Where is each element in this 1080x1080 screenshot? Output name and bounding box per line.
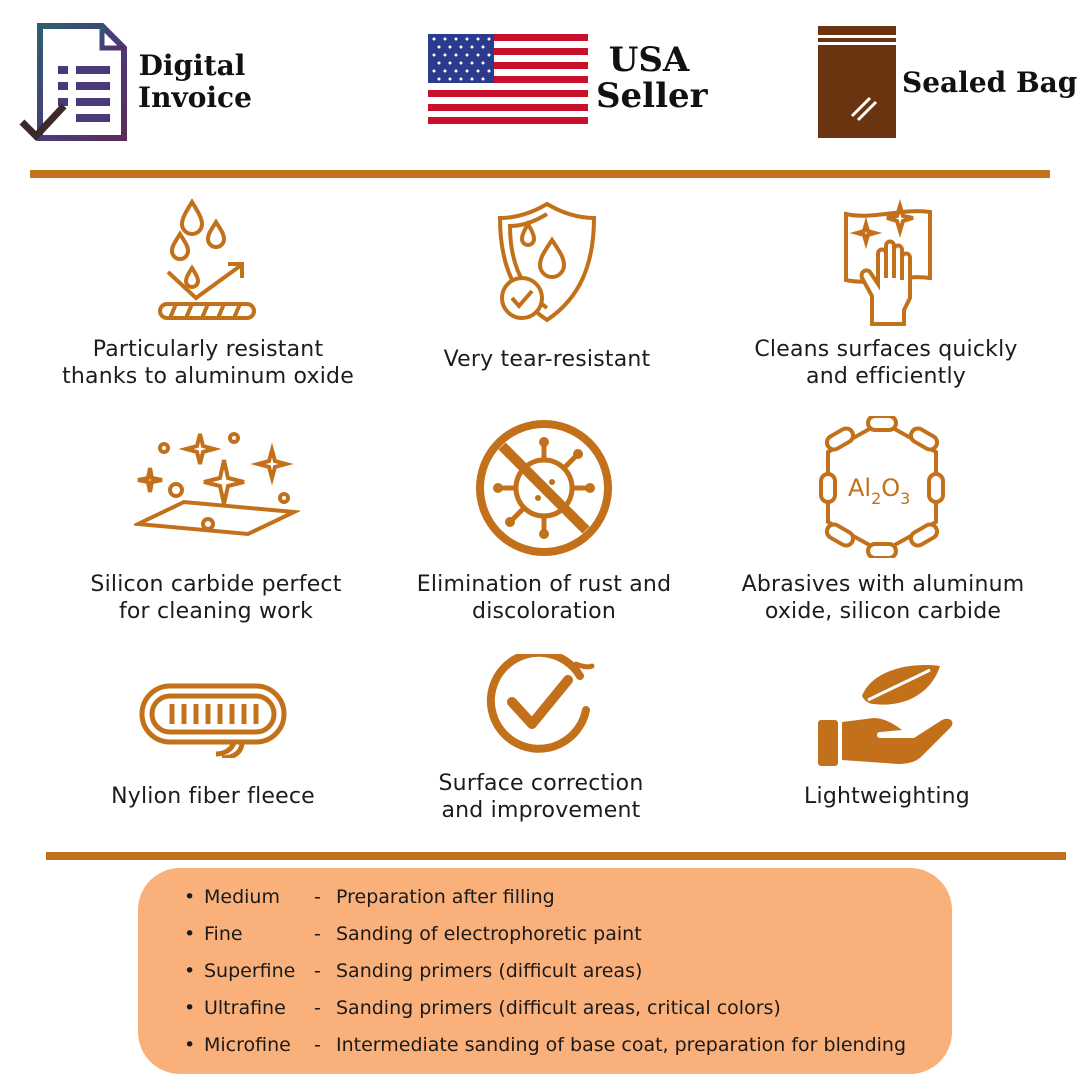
svg-text:Al2O3: Al2O3: [848, 474, 910, 508]
grade-name: Superfine: [204, 960, 296, 982]
seller-label-line2: Seller: [596, 76, 708, 116]
shield-drop-icon: [497, 201, 597, 323]
formula-al: Al: [848, 474, 871, 502]
formula-o: O: [881, 474, 900, 502]
seller-label-line1: USA: [608, 40, 690, 80]
grades-panel: • Medium - Preparation after filling • F…: [138, 868, 952, 1074]
rope-coil-icon: [139, 683, 287, 758]
grade-name: Fine: [204, 923, 243, 945]
bullet: •: [184, 997, 196, 1019]
grade-description: Intermediate sanding of base coat, prepa…: [336, 1034, 907, 1056]
invoice-document-icon: [19, 23, 127, 142]
formula-sub-2: 2: [871, 489, 881, 508]
grade-row: • Superfine - Sanding primers (difficult…: [138, 960, 952, 990]
grade-row: • Medium - Preparation after filling: [138, 886, 952, 916]
grid-divider: [46, 852, 1066, 860]
grade-dash: -: [314, 923, 321, 945]
cleaning-hand-icon: [844, 199, 932, 326]
grade-description: Preparation after filling: [336, 886, 555, 908]
check-circle-icon: [486, 654, 595, 753]
bullet: •: [184, 923, 196, 945]
grade-dash: -: [314, 886, 321, 908]
grade-description: Sanding of electrophoretic paint: [336, 923, 642, 945]
grade-description: Sanding primers (difficult areas, critic…: [336, 997, 781, 1019]
grade-dash: -: [314, 960, 321, 982]
formula-sub-3: 3: [900, 489, 910, 508]
grade-row: • Ultrafine - Sanding primers (difficult…: [138, 997, 952, 1027]
bullet: •: [184, 886, 196, 908]
grade-name: Ultrafine: [204, 997, 286, 1019]
no-germs-icon: [476, 420, 612, 556]
invoice-label-line2: Invoice: [138, 81, 252, 114]
al2o3-molecule-icon: Al2O3: [819, 416, 945, 558]
bullet: •: [184, 1034, 196, 1056]
grade-dash: -: [314, 997, 321, 1019]
grade-name: Microfine: [204, 1034, 291, 1056]
feature-label: Very tear-resistant: [443, 347, 651, 372]
header-divider: [30, 170, 1050, 178]
feature-label: Nylion fiber fleece: [111, 784, 315, 809]
feature-label: Lightweighting: [804, 784, 970, 809]
water-repellent-icon: [158, 198, 256, 320]
us-flag-icon: [428, 34, 588, 124]
leaf-hand-icon: [818, 665, 953, 766]
grade-dash: -: [314, 1034, 321, 1056]
grade-description: Sanding primers (difficult areas): [336, 960, 643, 982]
grade-row: • Fine - Sanding of electrophoretic pain…: [138, 923, 952, 953]
sealed-bag-icon: [818, 26, 896, 138]
bag-label: Sealed Bag: [902, 66, 1078, 99]
grade-name: Medium: [204, 886, 280, 908]
grade-row: • Microfine - Intermediate sanding of ba…: [138, 1034, 952, 1064]
invoice-label-line1: Digital: [138, 49, 246, 82]
bullet: •: [184, 960, 196, 982]
sparkle-surface-icon: [134, 432, 300, 537]
